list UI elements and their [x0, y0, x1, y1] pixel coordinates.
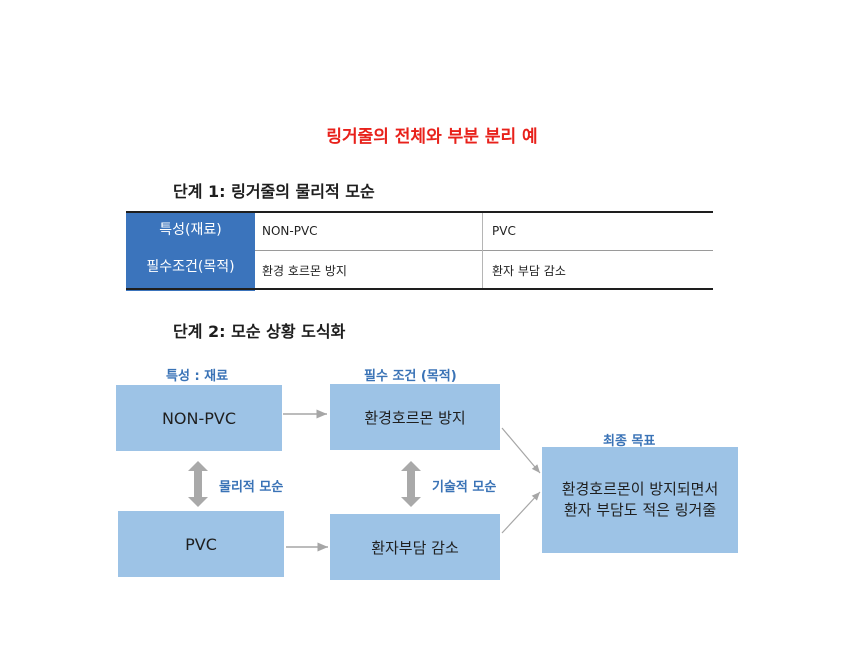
- goal-line-1: 환경호르몬이 방지되면서: [561, 480, 719, 498]
- label-property: 특성 : 재료: [166, 369, 229, 384]
- box-pvc: PVC: [118, 511, 284, 577]
- box-hormone-prevention: 환경호르몬 방지: [330, 384, 500, 450]
- label-requirement: 필수 조건 (목적): [364, 369, 457, 384]
- table-header-column: 특성(재료) 필수조건(목적): [126, 212, 255, 291]
- table-cell-pvc: PVC: [492, 224, 516, 238]
- step2-heading: 단계 2: 모순 상황 도식화: [173, 322, 346, 341]
- double-arrow-technical-icon: [401, 461, 421, 507]
- arrow-burden-to-goal: [501, 491, 541, 534]
- table-column-divider: [482, 213, 483, 288]
- goal-line-2: 환자 부담도 적은 링거줄: [563, 501, 717, 519]
- table-header-requirement: 필수조건(목적): [146, 259, 235, 275]
- label-technical-contradiction: 기술적 모순: [432, 480, 497, 495]
- double-arrow-physical-icon: [188, 461, 208, 507]
- table-top-border: [126, 211, 713, 213]
- box-patient-burden: 환자부담 감소: [330, 514, 500, 580]
- page-title: 링거줄의 전체와 부분 분리 예: [326, 127, 538, 147]
- box-non-pvc: NON-PVC: [116, 385, 282, 451]
- table-row-divider: [255, 250, 713, 251]
- step1-heading: 단계 1: 링거줄의 물리적 모순: [173, 182, 375, 201]
- table-bottom-border: [126, 288, 713, 290]
- table-cell-patient-burden: 환자 부담 감소: [492, 264, 566, 278]
- arrow-hormone-to-goal: [501, 427, 541, 474]
- box-final-goal: 환경호르몬이 방지되면서 환자 부담도 적은 링거줄: [542, 447, 738, 553]
- table-cell-hormone-prevention: 환경 호르몬 방지: [262, 264, 347, 278]
- table-cell-non-pvc: NON-PVC: [262, 224, 318, 238]
- label-physical-contradiction: 물리적 모순: [219, 480, 284, 495]
- label-goal: 최종 목표: [603, 434, 656, 449]
- table-header-property: 특성(재료): [159, 222, 222, 238]
